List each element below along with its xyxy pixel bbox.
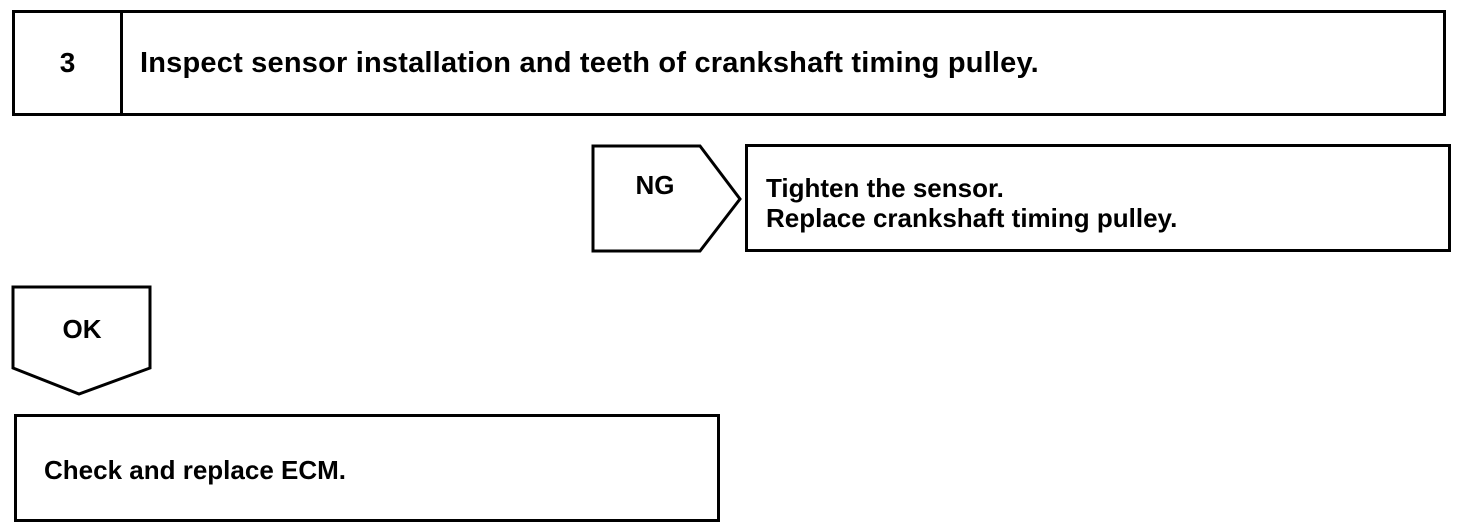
- final-step-box: Check and replace ECM.: [14, 414, 720, 522]
- ng-action-box: Tighten the sensor. Replace crankshaft t…: [745, 144, 1451, 252]
- ng-action-line: Tighten the sensor.: [766, 173, 1004, 203]
- ok-label: OK: [62, 313, 102, 344]
- step-title: Inspect sensor installation and teeth of…: [140, 46, 1039, 79]
- final-step-text: Check and replace ECM.: [44, 455, 346, 485]
- ng-action-line: Replace crankshaft timing pulley.: [766, 203, 1178, 233]
- step-box: 3 Inspect sensor installation and teeth …: [12, 10, 1446, 116]
- step-number: 3: [15, 13, 123, 113]
- ng-label: NG: [635, 169, 675, 200]
- ng-action-text: Tighten the sensor. Replace crankshaft t…: [766, 173, 1177, 233]
